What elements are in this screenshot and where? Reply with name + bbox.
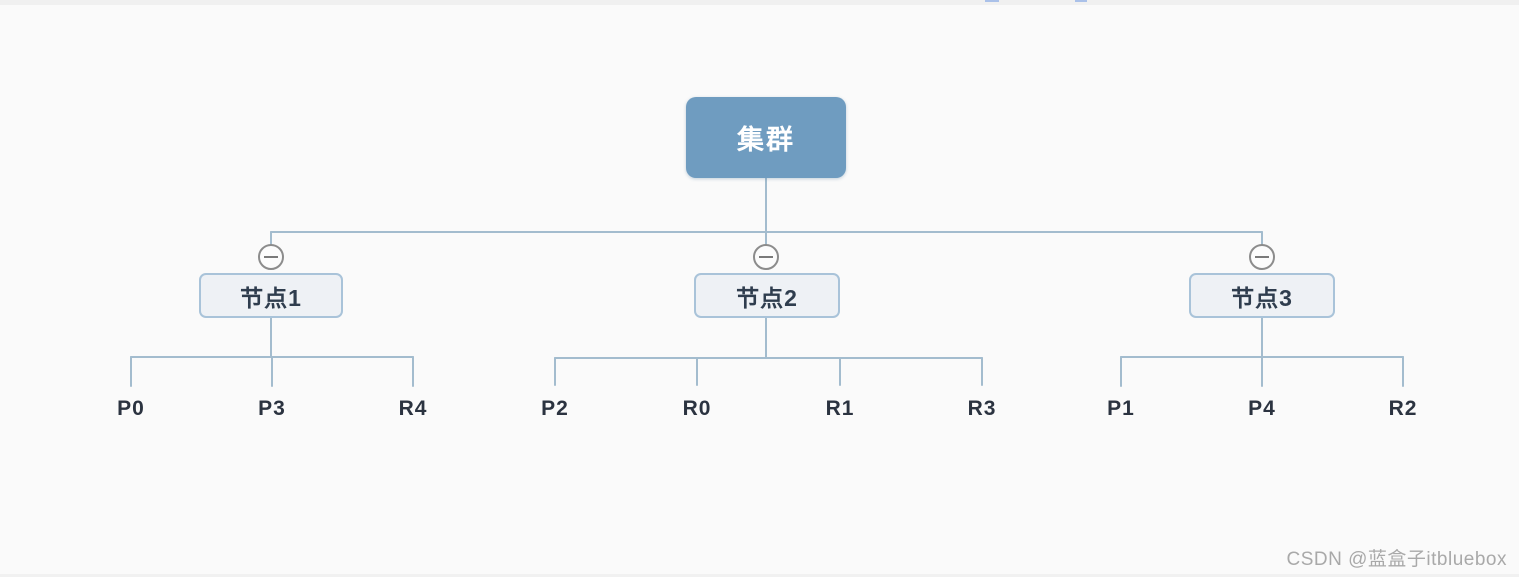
node-label: 节点2 xyxy=(736,284,798,311)
collapse-minus-icon[interactable] xyxy=(1249,244,1275,270)
node-label: 节点1 xyxy=(240,284,302,311)
tree-node-2[interactable]: 节点2 xyxy=(694,273,840,318)
collapse-minus-icon[interactable] xyxy=(753,244,779,270)
tree-node-3[interactable]: 节点3 xyxy=(1189,273,1335,318)
leaf-node[interactable]: R3 xyxy=(967,397,997,420)
node-label: 节点3 xyxy=(1231,284,1293,311)
collapse-minus-icon[interactable] xyxy=(258,244,284,270)
seekbar-dash xyxy=(1075,0,1087,2)
leaf-node[interactable]: R2 xyxy=(1388,397,1418,420)
root-node-label: 集群 xyxy=(737,125,795,155)
leaf-node[interactable]: P4 xyxy=(1248,397,1276,420)
top-edge-strip xyxy=(0,0,1519,5)
csdn-watermark: CSDN @蓝盒子itbluebox xyxy=(1286,549,1507,570)
tree-root-node-cluster[interactable]: 集群 xyxy=(686,97,846,178)
leaf-node[interactable]: P1 xyxy=(1107,397,1135,420)
leaf-node[interactable]: P3 xyxy=(258,397,286,420)
tree-node-1[interactable]: 节点1 xyxy=(199,273,343,318)
seekbar-dash xyxy=(985,0,999,2)
bottom-edge-strip xyxy=(0,574,1519,577)
leaf-node[interactable]: R4 xyxy=(398,397,428,420)
leaf-node[interactable]: P0 xyxy=(117,397,145,420)
leaf-node[interactable]: R1 xyxy=(825,397,855,420)
leaf-node[interactable]: P2 xyxy=(541,397,569,420)
leaf-node[interactable]: R0 xyxy=(682,397,712,420)
